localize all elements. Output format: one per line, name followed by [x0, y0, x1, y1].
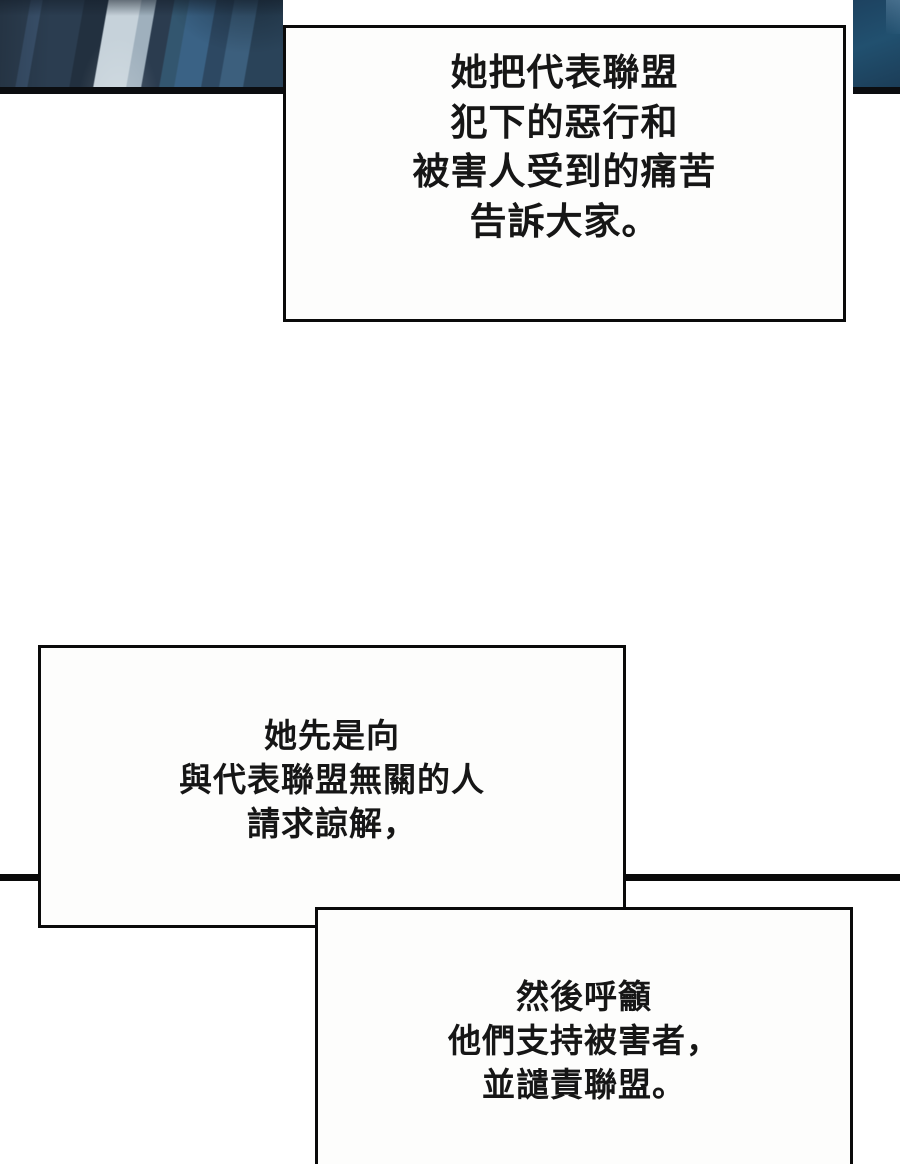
artwork-top-left — [0, 0, 283, 94]
narration-panel-middle — [38, 645, 626, 928]
panel-divider-right — [853, 87, 900, 94]
panel-edge-rule-right — [623, 874, 900, 881]
artwork-top-left-shading — [0, 0, 283, 94]
narration-text-middle: 她先是向 與代表聯盟無關的人 請求諒解， — [179, 716, 485, 844]
narration-text-top: 她把代表聯盟 犯下的惡行和 被害人受到的痛苦 告訴大家。 — [412, 50, 717, 243]
narration-panel-top — [283, 25, 846, 322]
narration-text-bottom: 然後呼籲 他們支持被害者， 並譴責聯盟。 — [448, 977, 720, 1105]
narration-panel-bottom — [315, 907, 853, 1164]
panel-divider-left — [0, 87, 283, 94]
artwork-top-right — [853, 0, 900, 94]
panel-edge-rule-left — [0, 874, 40, 881]
